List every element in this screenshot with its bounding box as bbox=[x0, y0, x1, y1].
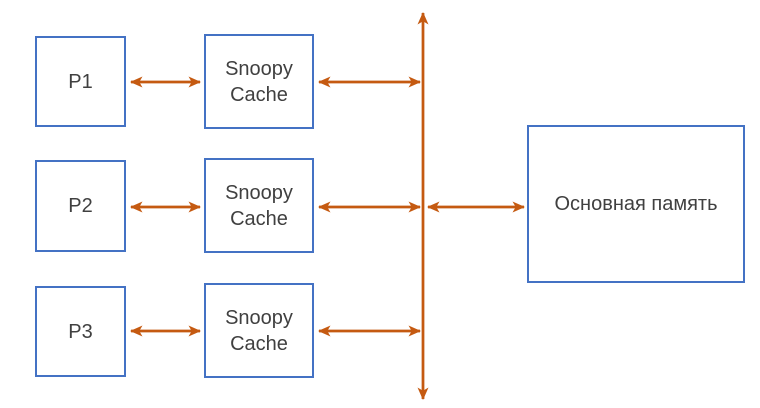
cache-label-1: Snoopy Cache bbox=[225, 57, 293, 106]
processor-label-p2: P2 bbox=[68, 195, 93, 217]
processor-label-p3: P3 bbox=[68, 320, 93, 343]
cache-box-2: Snoopy Cache bbox=[204, 158, 314, 253]
cache-box-3: Snoopy Cache bbox=[204, 283, 314, 378]
main-memory-box: Основная память bbox=[527, 125, 745, 283]
processor-label-p1: P1 bbox=[68, 70, 93, 93]
cache-box-1: Snoopy Cache bbox=[204, 34, 314, 129]
processor-box-p2: P2 bbox=[35, 160, 126, 252]
cache-label-2: Snoopy Cache bbox=[225, 181, 293, 230]
main-memory-label: Основная память bbox=[554, 193, 718, 215]
processor-box-p3: P3 bbox=[35, 286, 126, 377]
cache-label-3: Snoopy Cache bbox=[225, 306, 293, 355]
processor-box-p1: P1 bbox=[35, 36, 126, 127]
